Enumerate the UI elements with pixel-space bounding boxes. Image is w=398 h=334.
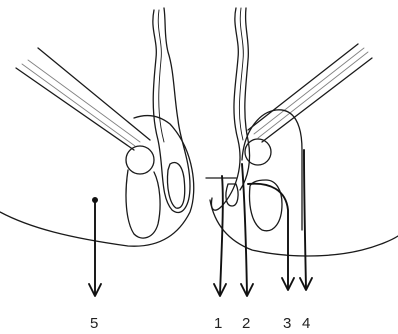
right-elongated-body [250, 180, 283, 231]
label-3: 3 [283, 315, 291, 332]
labels-group: 5 1 2 3 4 [90, 315, 310, 332]
label-2: 2 [242, 315, 250, 332]
label-4: 4 [302, 315, 310, 332]
left-tube-core [167, 163, 184, 209]
right-tube-outer [211, 8, 240, 210]
left-tube-inner [158, 10, 164, 142]
left-elongated-body [126, 170, 160, 238]
left-structure [0, 8, 194, 296]
arrow-1-line [220, 176, 223, 294]
arrow-2-line [242, 164, 247, 294]
right-tube-inner [239, 8, 243, 140]
left-round-head [126, 146, 154, 174]
label-1: 1 [214, 315, 222, 332]
arrow-4-line [304, 150, 306, 288]
right-diagonal-band-hatch [254, 48, 368, 138]
right-structure [206, 8, 398, 296]
label-5: 5 [90, 315, 98, 332]
right-tube-core [226, 184, 238, 206]
left-diagonal-band-hatch [22, 60, 140, 146]
right-diagonal-band [248, 44, 372, 142]
left-bowl-outline [0, 116, 194, 247]
